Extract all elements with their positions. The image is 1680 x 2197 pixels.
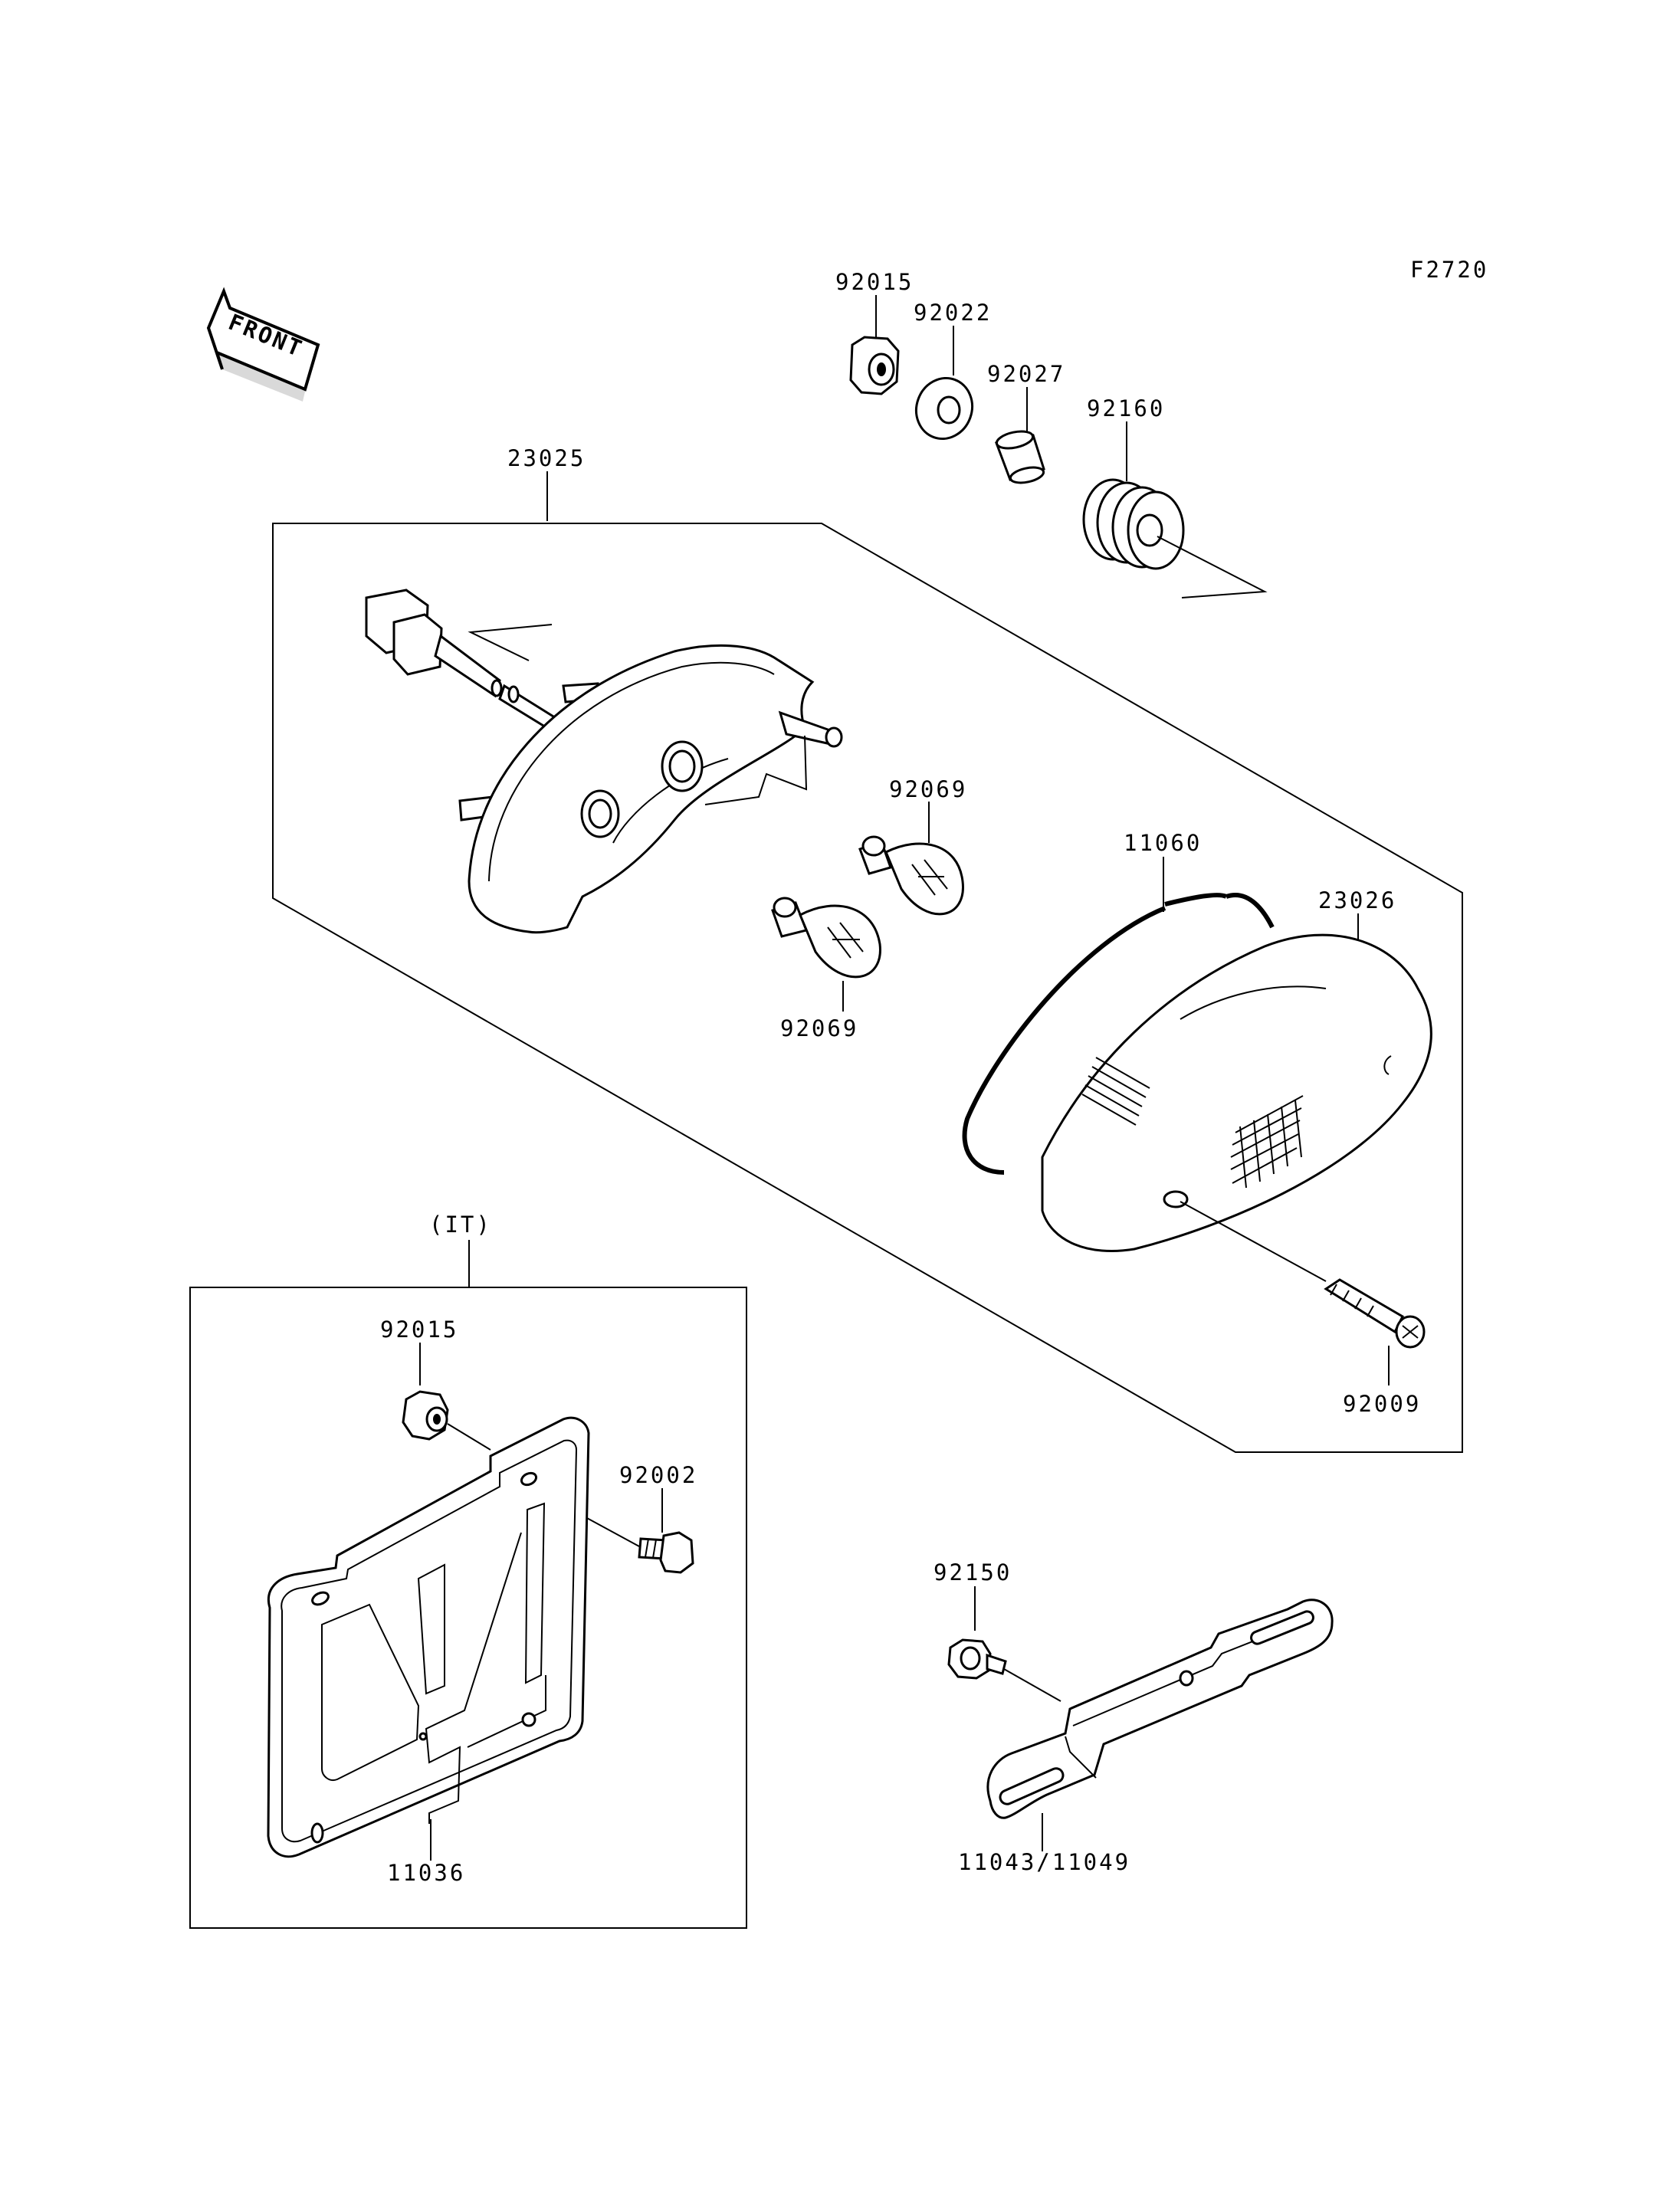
label-23025: 23025: [507, 445, 586, 471]
part-92150-bolt: [947, 1638, 1007, 1680]
part-92069-bulb-bottom: [771, 897, 881, 979]
assembly-box-23025: [272, 523, 1463, 1453]
leader-92160-mount: [1157, 536, 1268, 598]
part-92022-washer: [915, 376, 973, 441]
part-92160-grommet: [1082, 478, 1185, 570]
label-92009: 92009: [1343, 1391, 1421, 1417]
front-arrow-icon: FRONT: [206, 287, 320, 402]
part-92015-nut-top: [849, 336, 900, 395]
label-92069-top: 92069: [889, 776, 967, 802]
part-tail-light-base: [458, 644, 843, 934]
leader-screw-axis: [1180, 1201, 1327, 1282]
leader-nut-axis: [447, 1423, 491, 1451]
leader-bolt-axis-2: [1003, 1668, 1061, 1702]
leader-harness: [468, 624, 553, 661]
part-92015-nut-inset: [402, 1390, 449, 1441]
part-23026-lens: [1041, 933, 1432, 1253]
inset-label-it: (IT): [429, 1212, 492, 1238]
label-92002: 92002: [619, 1462, 697, 1488]
label-92015-inset: 92015: [380, 1317, 458, 1343]
label-92027: 92027: [987, 361, 1065, 387]
part-92002-bolt: [638, 1531, 694, 1574]
label-23026: 23026: [1318, 887, 1396, 913]
label-11043-11049: 11043/11049: [958, 1849, 1130, 1875]
part-92069-bulb-top: [858, 835, 964, 916]
label-92160: 92160: [1087, 395, 1165, 421]
label-92022: 92022: [914, 300, 992, 326]
label-92015-top: 92015: [835, 269, 914, 295]
inset-box-it: [189, 1287, 747, 1929]
part-92027-collar: [994, 430, 1045, 484]
label-92069-bottom: 92069: [780, 1015, 858, 1041]
part-11036-plate-bracket: [267, 1416, 590, 1858]
label-11036: 11036: [387, 1860, 465, 1886]
figure-code: F2720: [1410, 257, 1488, 283]
part-92009-screw: [1324, 1278, 1426, 1349]
label-92150: 92150: [934, 1559, 1012, 1585]
part-11060-gasket: [962, 893, 1275, 1175]
label-11060: 11060: [1124, 830, 1202, 856]
part-11043-11049-bracket: [986, 1599, 1334, 1819]
part-connector: [365, 589, 573, 743]
